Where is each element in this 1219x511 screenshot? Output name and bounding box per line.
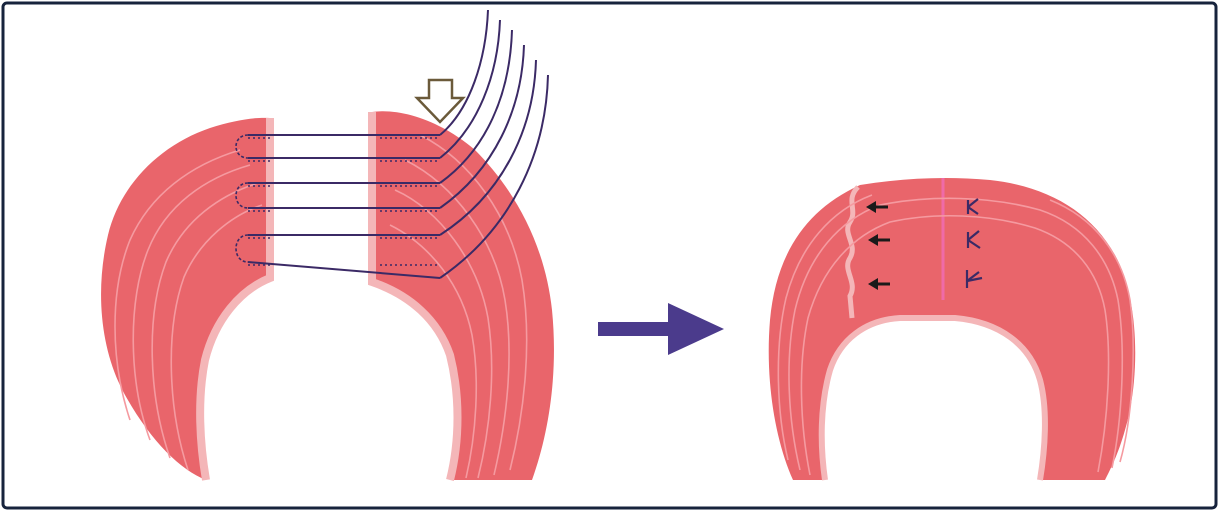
diagram-frame — [0, 0, 1219, 511]
diagram-canvas — [0, 0, 1219, 511]
